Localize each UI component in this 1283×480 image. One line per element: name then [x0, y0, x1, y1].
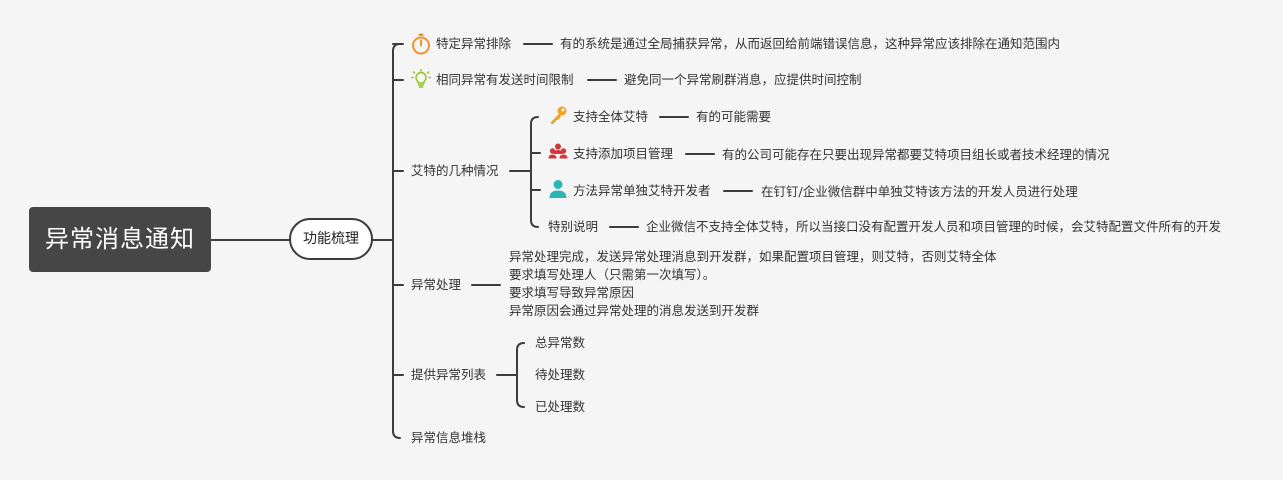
hub-topic[interactable]: 功能梳理: [289, 218, 373, 260]
sub-pending-exceptions[interactable]: 待处理数: [535, 367, 586, 382]
note-line: 异常原因会通过异常处理的消息发送到开发群: [509, 303, 760, 318]
note-project-manager-mention: 有的公司可能存在只要出现异常都要艾特项目组长或者技术经理的情况: [722, 147, 1110, 162]
note-all-mention: 有的可能需要: [696, 109, 772, 124]
branch-exception-handling[interactable]: 异常处理: [411, 277, 462, 292]
sub-all-mention[interactable]: 支持全体艾特: [573, 109, 649, 124]
note-send-time-limit: 避免同一个异常刷群消息，应提供时间控制: [624, 72, 862, 87]
key-icon: [551, 106, 567, 124]
note-special: 企业微信不支持全体艾特，所以当接口没有配置开发人员和项目管理的时候，会艾特配置文…: [646, 219, 1222, 234]
sub-handled-exceptions[interactable]: 已处理数: [535, 399, 586, 414]
sub-special-note[interactable]: 特别说明: [548, 219, 599, 234]
note-developer-mention: 在钉钉/企业微信群中单独艾特该方法的开发人员进行处理: [761, 184, 1078, 199]
sub-developer-mention[interactable]: 方法异常单独艾特开发者: [573, 183, 711, 198]
note-exception-handling: 异常处理完成，发送异常处理消息到开发群，如果配置项目管理，则艾特，否则艾特全体 …: [509, 248, 997, 320]
stopwatch-icon: [412, 33, 430, 55]
note-line: 要求填写处理人（只需第一次填写）。: [509, 267, 716, 282]
sub-total-exceptions[interactable]: 总异常数: [535, 335, 586, 350]
note-line: 要求填写导致异常原因: [509, 285, 635, 300]
person-icon: [549, 180, 567, 198]
branch-specific-exception-exclusion[interactable]: 特定异常排除: [436, 36, 512, 51]
lightbulb-icon: [411, 69, 431, 88]
note-exception-exclusion: 有的系统是通过全局捕获异常，从而返回给前端错误信息，这种异常应该排除在通知范围内: [560, 36, 1061, 51]
note-line: 异常处理完成，发送异常处理消息到开发群，如果配置项目管理，则艾特，否则艾特全体: [509, 249, 997, 264]
branch-exception-list[interactable]: 提供异常列表: [411, 367, 487, 382]
branch-send-time-limit[interactable]: 相同异常有发送时间限制: [436, 72, 574, 87]
branch-exception-stack[interactable]: 异常信息堆栈: [411, 430, 487, 445]
branch-mention-cases[interactable]: 艾特的几种情况: [411, 163, 499, 178]
root-topic[interactable]: 异常消息通知: [29, 207, 211, 272]
sub-project-manager-mention[interactable]: 支持添加项目管理: [573, 146, 674, 161]
people-icon: [548, 143, 568, 159]
